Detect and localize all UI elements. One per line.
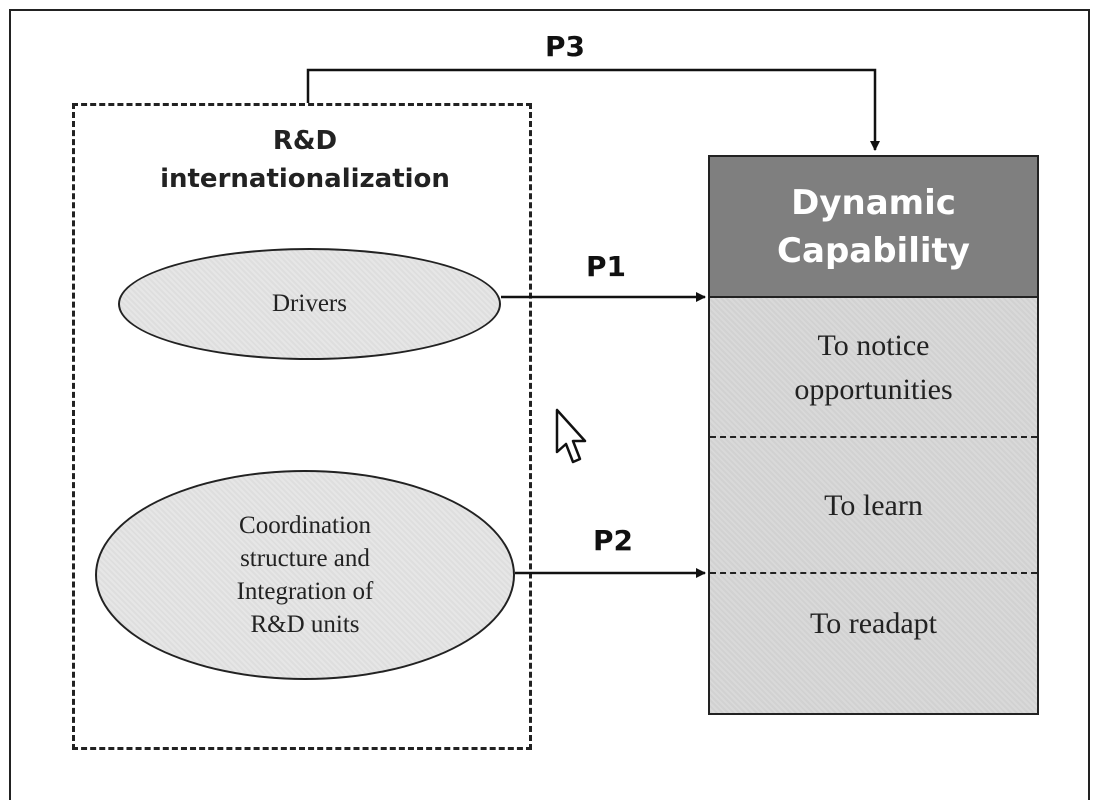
rd-internationalization-group bbox=[72, 103, 532, 750]
drivers-ellipse: Drivers bbox=[118, 248, 501, 360]
capability-row-notice-line2: opportunities bbox=[794, 373, 953, 406]
mouse-pointer-icon bbox=[555, 408, 587, 464]
dynamic-capability-header: Dynamic Capability bbox=[708, 155, 1039, 298]
coordination-label-line1: Coordination bbox=[239, 512, 371, 539]
arrow-label-p3: P3 bbox=[545, 30, 586, 63]
coordination-label-line2: structure and bbox=[240, 545, 370, 572]
coordination-label-line4: R&D units bbox=[250, 611, 360, 638]
capability-row-readapt-label: To readapt bbox=[809, 607, 937, 640]
group-title-line2: internationalization bbox=[160, 164, 450, 194]
row-divider bbox=[710, 436, 1037, 438]
outer-frame bbox=[9, 9, 1090, 800]
capability-row-notice-line1: To notice bbox=[817, 329, 930, 362]
dc-header-line2: Capability bbox=[777, 230, 970, 271]
dc-header-line1: Dynamic bbox=[791, 182, 956, 223]
group-title-line1: R&D bbox=[272, 126, 338, 156]
capability-row-learn: To learn bbox=[710, 438, 1037, 574]
row-divider bbox=[710, 572, 1037, 574]
capability-row-learn-label: To learn bbox=[824, 489, 923, 522]
group-title: R&D internationalization bbox=[140, 122, 470, 198]
arrow-label-p2: P2 bbox=[593, 524, 634, 557]
capability-row-readapt: To readapt bbox=[710, 574, 1037, 674]
capability-row-notice: To notice opportunities bbox=[710, 298, 1037, 438]
coordination-label-line3: Integration of bbox=[236, 578, 374, 605]
coordination-ellipse: Coordination structure and Integration o… bbox=[95, 470, 515, 680]
arrow-label-p1: P1 bbox=[586, 250, 627, 283]
drivers-label: Drivers bbox=[272, 290, 347, 317]
